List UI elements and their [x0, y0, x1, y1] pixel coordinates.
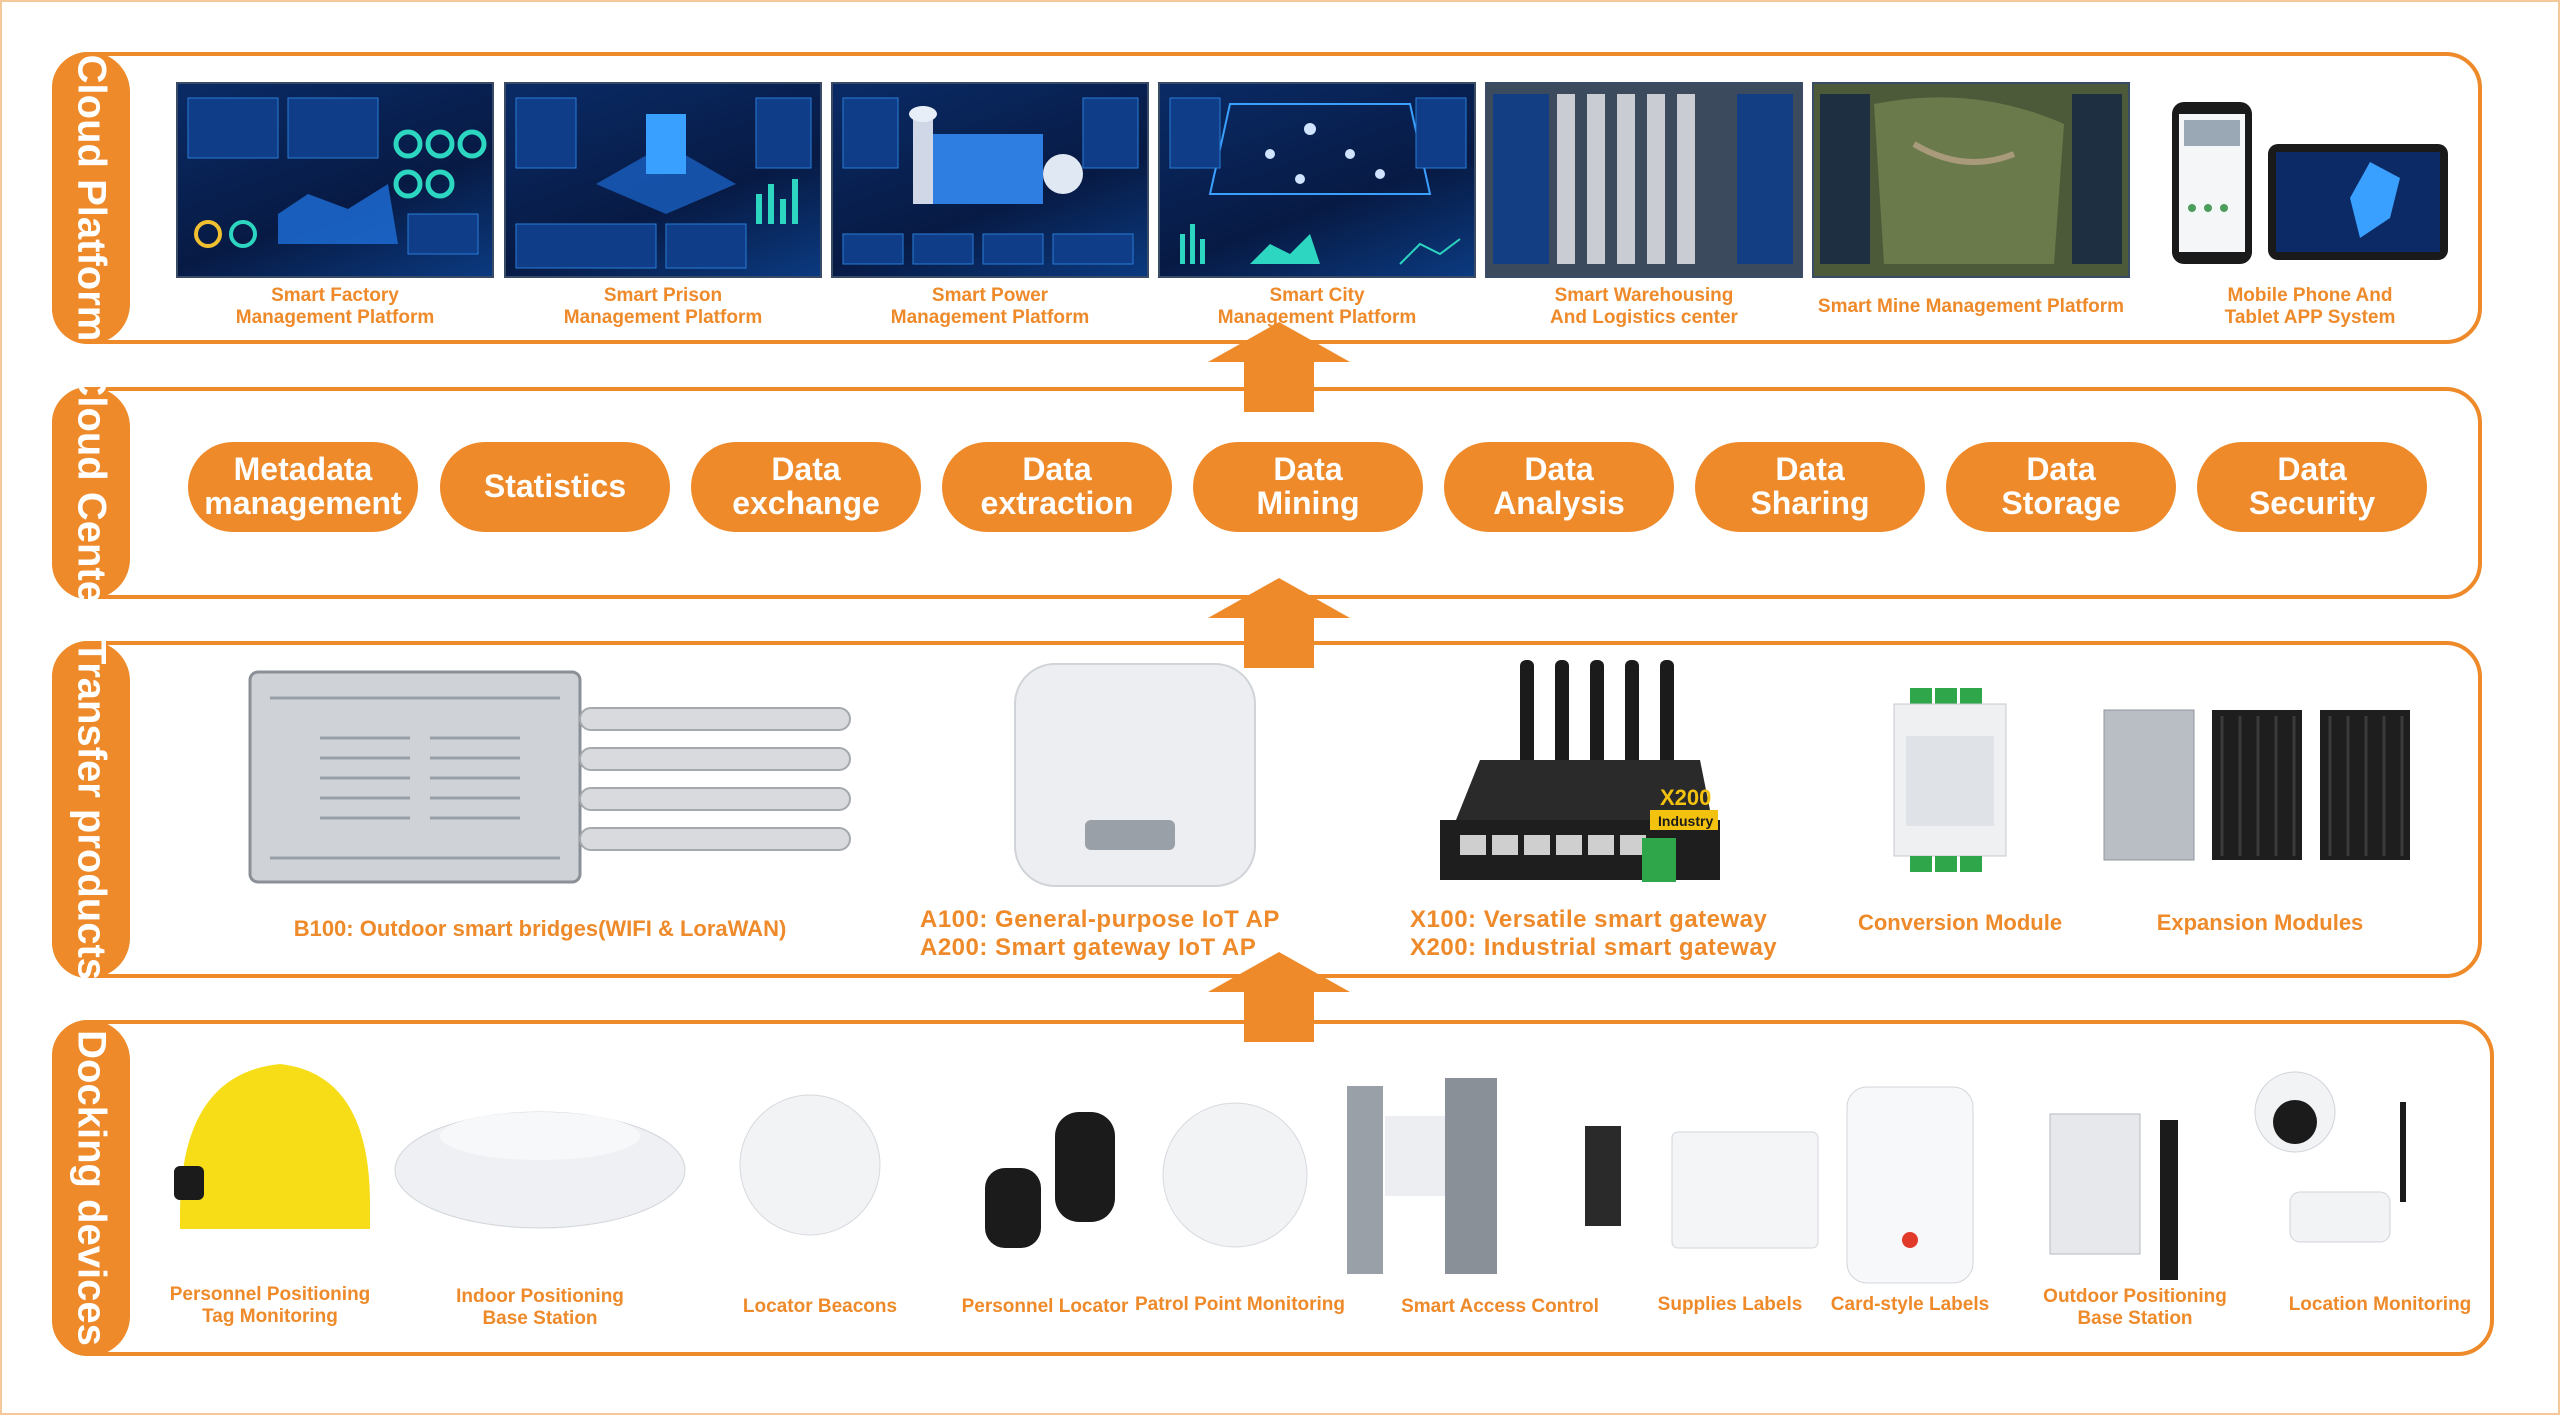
- indoor-base-station-image: [394, 1111, 686, 1229]
- pill-data-mining: Data Mining: [1193, 442, 1423, 532]
- helmet-image: [174, 1064, 370, 1229]
- cloud-center-title: Cloud Center: [69, 367, 114, 619]
- up-arrow-icon: [1208, 322, 1350, 412]
- caption-outdoor-positioning: Outdoor Positioning Base Station: [2043, 1286, 2227, 1329]
- expansion-modules-image: [2103, 709, 2410, 861]
- smart-mine-screenshot: [1812, 82, 2130, 278]
- outdoor-bridge-image: [248, 670, 851, 884]
- supplies-label-image: [1671, 1131, 1819, 1249]
- caption-x100-x200: X100: Versatile smart gateway X200: Indu…: [1410, 906, 1778, 961]
- caption-smart-warehousing: Smart Warehousing And Logistics center: [1550, 285, 1738, 328]
- industrial-gateway-image: X200 Industry: [1440, 660, 1720, 882]
- conversion-module-image: [1893, 688, 2007, 872]
- personnel-locator-image: [985, 1112, 1115, 1248]
- x200-badge-text: X200: [1660, 785, 1711, 810]
- caption-personnel-locator: Personnel Locator: [961, 1296, 1129, 1317]
- caption-smart-access-control: Smart Access Control: [1401, 1296, 1599, 1317]
- x200-industry-text: Industry: [1658, 813, 1713, 829]
- pill-data-sharing: Data Sharing: [1695, 442, 1925, 532]
- up-arrow-icon: [1208, 578, 1350, 668]
- caption-expansion-modules: Expansion Modules: [2156, 910, 2364, 935]
- pill-data-extraction: Data extraction: [942, 442, 1172, 532]
- up-arrow-icon: [1208, 952, 1350, 1042]
- cloud-platform-title: Cloud Platform: [69, 54, 114, 342]
- pill-data-analysis: Data Analysis: [1444, 442, 1674, 532]
- cloud-platform-tab: Cloud Platform: [52, 52, 130, 344]
- caption-mobile-tablet: Mobile Phone And Tablet APP System: [2224, 285, 2396, 328]
- access-control-image: [1347, 1078, 1621, 1274]
- smart-city-screenshot: [1158, 82, 1476, 278]
- outdoor-base-station-image: [2049, 1113, 2178, 1280]
- transfer-products-title: Transfer products: [69, 639, 114, 980]
- caption-b100: B100: Outdoor smart bridges(WIFI & LoraW…: [293, 916, 787, 941]
- smart-power-screenshot: [831, 82, 1149, 278]
- iot-ap-image: [1014, 663, 1256, 887]
- caption-conversion-module: Conversion Module: [1857, 910, 2063, 935]
- card-label-image: [1846, 1086, 1974, 1284]
- docking-devices-title: Docking devices: [69, 1030, 114, 1346]
- locator-beacon-image: [739, 1094, 881, 1236]
- caption-smart-prison: Smart Prison Management Platform: [563, 285, 763, 328]
- smart-factory-screenshot: [176, 82, 494, 278]
- docking-devices-layer: Docking devices: [52, 1020, 2494, 1356]
- caption-smart-power: Smart Power Management Platform: [890, 285, 1090, 328]
- pill-data-storage: Data Storage: [1946, 442, 2176, 532]
- caption-personnel-positioning: Personnel Positioning Tag Monitoring: [169, 1284, 371, 1327]
- pill-data-exchange: Data exchange: [691, 442, 921, 532]
- smart-prison-screenshot: [504, 82, 822, 278]
- caption-smart-city: Smart City Management Platform: [1217, 285, 1417, 328]
- caption-indoor-positioning: Indoor Positioning Base Station: [456, 1286, 624, 1329]
- pill-statistics: Statistics: [440, 442, 670, 532]
- pill-data-security: Data Security: [2197, 442, 2427, 532]
- caption-card-style-labels: Card-style Labels: [1830, 1294, 1990, 1315]
- caption-supplies-labels: Supplies Labels: [1657, 1294, 1803, 1315]
- transfer-products-tab: Transfer products: [52, 639, 130, 980]
- docking-devices-tab: Docking devices: [52, 1020, 130, 1356]
- caption-a100-a200: A100: General-purpose IoT AP A200: Smart…: [920, 906, 1280, 961]
- pill-metadata-management: Metadata management: [188, 442, 418, 532]
- caption-smart-factory: Smart Factory Management Platform: [235, 285, 435, 328]
- caption-smart-mine: Smart Mine Management Platform: [1817, 296, 2125, 317]
- caption-location-monitoring: Location Monitoring: [2288, 1294, 2472, 1315]
- location-monitoring-image: [2254, 1071, 2406, 1243]
- caption-patrol-point: Patrol Point Monitoring: [1134, 1294, 1346, 1315]
- patrol-point-image: [1162, 1102, 1308, 1248]
- smart-warehousing-screenshot: [1485, 82, 1803, 278]
- caption-locator-beacons: Locator Beacons: [742, 1296, 898, 1317]
- mobile-tablet-devices: [2170, 98, 2450, 268]
- cloud-center-tab: Cloud Center: [52, 367, 130, 619]
